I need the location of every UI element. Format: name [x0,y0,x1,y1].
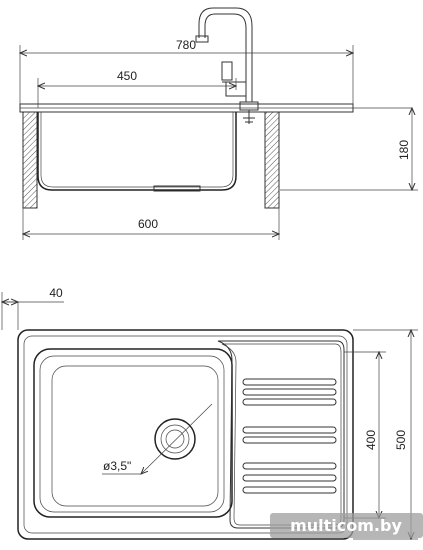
dimension-500: 500 [353,330,418,539]
dimension-40: 40 [2,286,64,330]
drainer-groove [242,474,337,482]
plan-view: 40 ø3,5" [2,286,418,539]
drainer-groove [242,426,337,434]
drainer-groove [242,388,337,396]
dim-180-label: 180 [397,140,411,160]
dim-drain-label: ø3,5" [103,459,131,473]
cabinet-walls [22,111,280,209]
dimension-450: 450 [38,69,236,108]
dim-780-label: 780 [176,38,196,52]
dimension-180: 180 [280,108,418,190]
dim-600-label: 600 [138,217,158,231]
drainer-groove [242,398,337,406]
drainer-grooves [242,378,337,494]
side-view: 780 450 180 [19,7,418,240]
dim-400-label: 400 [364,430,378,450]
watermark-text: multicom.by [290,516,402,535]
dimension-drain: ø3,5" [102,403,213,474]
dim-40-label: 40 [49,286,63,300]
dim-500-label: 500 [394,430,408,450]
dim-450-label: 450 [117,69,137,83]
drainer-groove [242,378,337,386]
drainer-board [217,340,345,529]
drainer-groove [242,462,337,470]
drainer-groove [242,436,337,444]
drainer-groove [242,486,337,494]
sink-inner-rim [23,335,348,534]
dimension-600: 600 [23,208,279,240]
sink-bowl-section [37,112,237,192]
dimension-780: 780 [20,38,353,104]
drain-icon [154,418,196,460]
dimension-400: 400 [344,352,386,518]
watermark: multicom.by [270,513,423,538]
sink-outer-outline [17,329,354,540]
plan-bowl [33,348,233,518]
faucet [195,7,259,124]
sink-rim [19,103,412,113]
